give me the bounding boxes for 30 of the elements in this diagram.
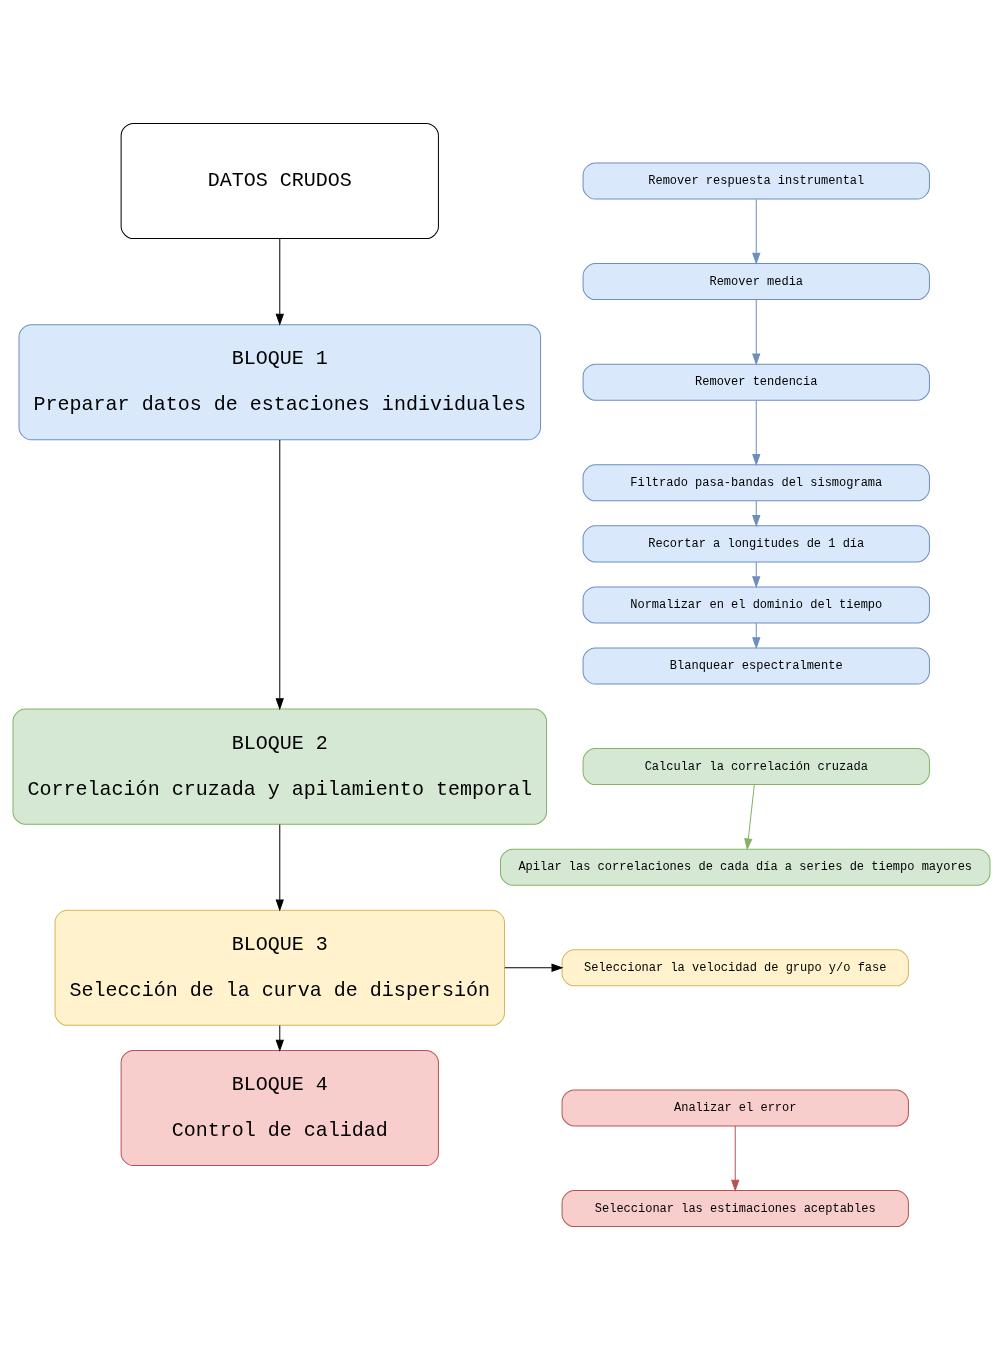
arrow xyxy=(751,299,760,365)
node-box: Remover media xyxy=(582,263,930,301)
arrow xyxy=(751,399,760,465)
arrow xyxy=(275,238,284,325)
node-box: Analizar el error xyxy=(561,1089,909,1127)
node-box: Remover tendencia xyxy=(582,363,930,401)
node-box: Seleccionar la velocidad de grupo y/o fase xyxy=(561,949,909,987)
arrow xyxy=(751,500,760,527)
arrow xyxy=(275,439,284,710)
arrow xyxy=(275,823,284,911)
node-box: Seleccionar las estimaciones aceptables xyxy=(561,1190,909,1228)
node-box: Blanquear espectralmente xyxy=(582,647,930,685)
node-box: Calcular la correlación cruzada xyxy=(582,748,930,786)
arrow xyxy=(503,963,562,972)
arrow xyxy=(730,1125,739,1191)
node-box: Recortar a longitudes de 1 día xyxy=(582,525,930,563)
arrow xyxy=(751,561,760,588)
arrow xyxy=(743,784,755,850)
node-box: BLOQUE 3 Selección de la curva de dispersión xyxy=(54,909,505,1026)
node-box: BLOQUE 4 Control de calidad xyxy=(120,1049,439,1166)
node-box: Filtrado pasa-bandas del sismograma xyxy=(582,464,930,502)
node-box: BLOQUE 2 Correlación cruzada y apilamiento temporal xyxy=(12,708,547,825)
node-box: DATOS CRUDOS xyxy=(120,122,439,240)
arrow xyxy=(751,198,760,264)
node-box: Normalizar en el dominio del tiempo xyxy=(582,586,930,624)
node-box: BLOQUE 1 Preparar datos de estaciones individuales xyxy=(18,324,541,441)
node-box: Apilar las correlaciones de cada día a series de tiempo mayores xyxy=(499,848,990,886)
node-box: Remover respuesta instrumental xyxy=(582,162,930,200)
arrow xyxy=(751,622,760,649)
arrow xyxy=(275,1024,284,1051)
